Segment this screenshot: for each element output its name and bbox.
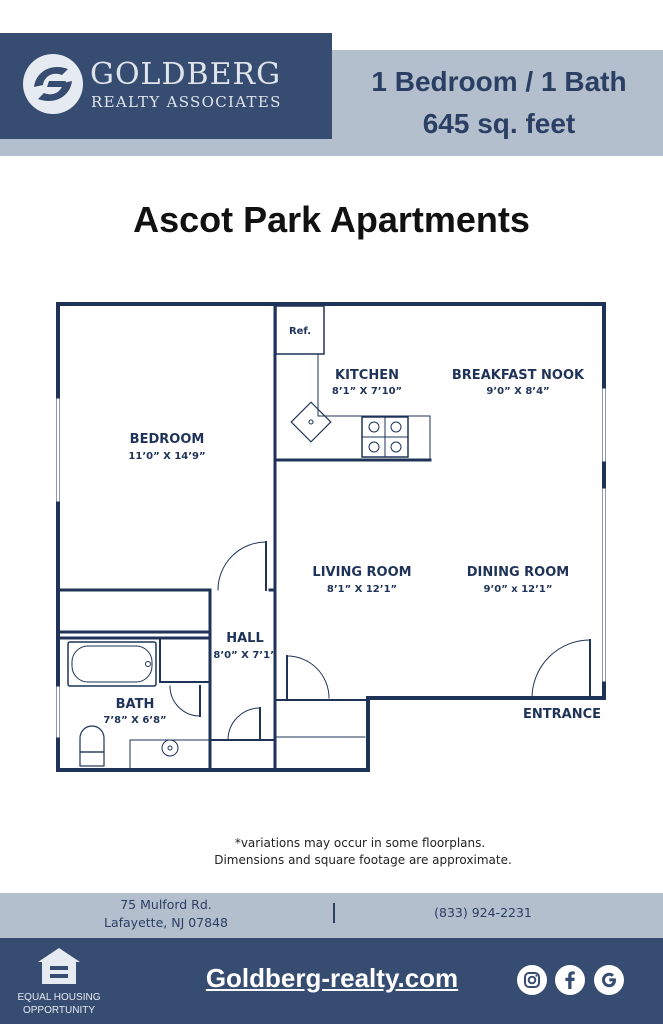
room-label-living-room: LIVING ROOM bbox=[312, 565, 411, 580]
room-dims-bath: 7’8” X 6’8” bbox=[103, 715, 166, 726]
room-dims-kitchen: 8’1” X 7’10” bbox=[332, 386, 402, 397]
room-label-breakfast-nook: BREAKFAST NOOK bbox=[452, 368, 585, 383]
address-line1: 75 Mulford Rd. bbox=[120, 897, 212, 912]
unit-type: 1 Bedroom / 1 Bath bbox=[371, 66, 627, 97]
floor-plan: Ref. BEDROOM 11’0” X 14’9” KITCHEN 8’1” … bbox=[56, 302, 606, 772]
page-title: Ascot Park Apartments bbox=[133, 199, 530, 240]
room-dims-living-room: 8’1” X 12’1” bbox=[327, 584, 397, 595]
equal-housing-line2: OPPORTUNITY bbox=[22, 1005, 96, 1016]
fridge-label: Ref. bbox=[289, 326, 311, 337]
room-label-hall: HALL bbox=[226, 631, 264, 646]
goldberg-logo-icon bbox=[22, 53, 84, 115]
equal-housing-line1: EQUAL HOUSING bbox=[17, 992, 101, 1003]
variation-note: *variations may occur in some floorplans… bbox=[234, 836, 486, 850]
footer: EQUAL HOUSING OPPORTUNITY Goldberg-realt… bbox=[0, 938, 663, 1024]
room-label-bedroom: BEDROOM bbox=[130, 432, 205, 447]
contact-band: 75 Mulford Rd. Lafayette, NJ 07848 (833)… bbox=[0, 893, 663, 938]
phone-number[interactable]: (833) 924-2231 bbox=[434, 905, 532, 920]
room-label-dining-room: DINING ROOM bbox=[467, 565, 569, 580]
room-dims-dining-room: 9’0” x 12’1” bbox=[484, 584, 553, 595]
brand-name: GOLDBERG bbox=[90, 57, 282, 92]
room-label-kitchen: KITCHEN bbox=[335, 368, 399, 383]
room-label-bath: BATH bbox=[116, 697, 155, 712]
room-dims-breakfast-nook: 9’0” X 8’4” bbox=[486, 386, 549, 397]
google-icon[interactable] bbox=[594, 965, 624, 995]
brand-logo: GOLDBERG REALTY ASSOCIATES bbox=[0, 33, 332, 139]
room-dims-bedroom: 11’0” X 14’9” bbox=[128, 451, 205, 462]
room-dims-hall: 8’0” X 7’1” bbox=[213, 650, 276, 661]
instagram-icon[interactable] bbox=[517, 965, 547, 995]
entrance-label: ENTRANCE bbox=[523, 707, 601, 722]
equal-housing-icon bbox=[36, 946, 82, 986]
facebook-icon[interactable] bbox=[555, 965, 585, 995]
address-line2: Lafayette, NJ 07848 bbox=[104, 915, 228, 930]
brand-subtitle: REALTY ASSOCIATES bbox=[91, 93, 282, 111]
unit-size: 645 sq. feet bbox=[422, 108, 576, 139]
website-link[interactable]: Goldberg-realty.com bbox=[205, 963, 459, 993]
outer-wall bbox=[56, 302, 606, 772]
approximation-note: Dimensions and square footage are approx… bbox=[214, 853, 512, 867]
contact-divider bbox=[333, 903, 335, 923]
